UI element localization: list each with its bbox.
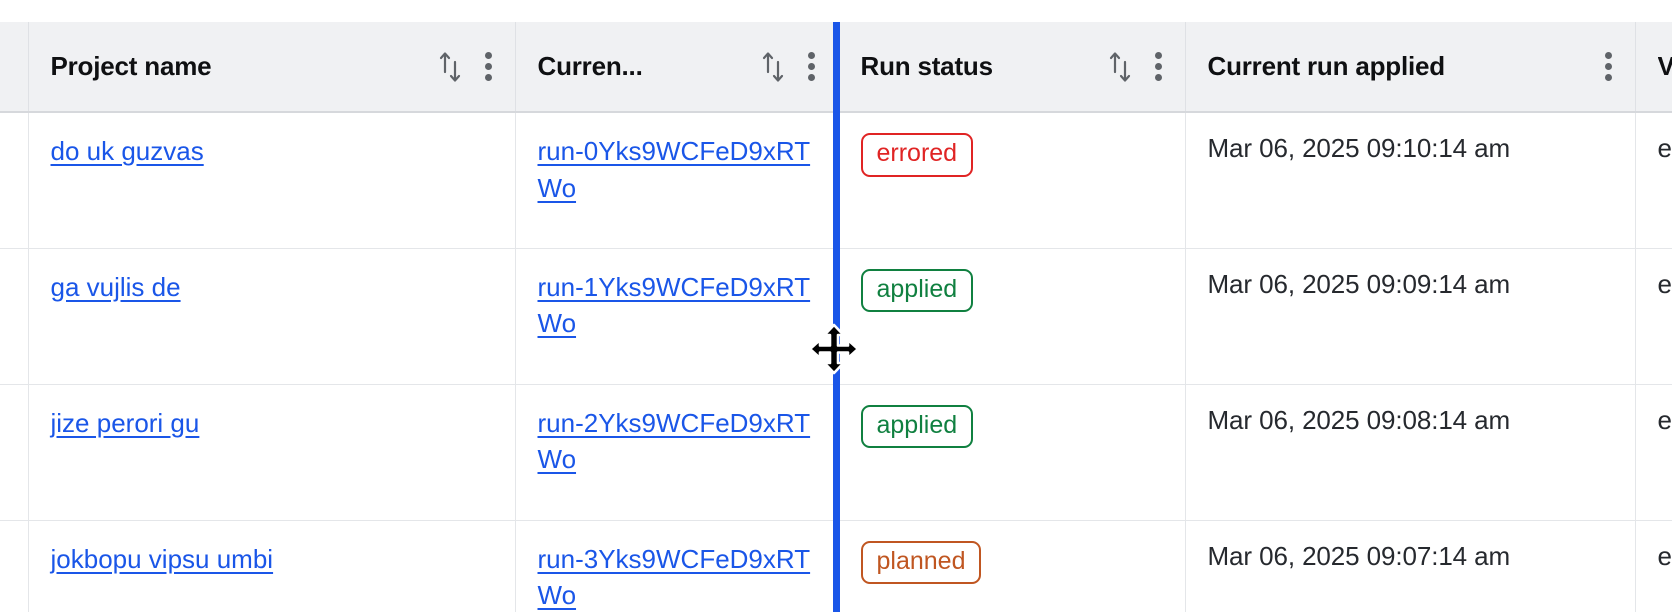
column-menu-icon-project-name[interactable] <box>484 51 493 82</box>
projects-table: Project name <box>0 22 1672 612</box>
cell-current-run-applied: Mar 06, 2025 09:09:14 am <box>1185 248 1636 385</box>
sort-icon-run-status[interactable] <box>1107 50 1133 84</box>
status-badge: errored <box>860 133 974 177</box>
column-header-label-current-run-applied: Current run applied <box>1207 51 1445 81</box>
cell-project-name: jokbopu vipsu umbi <box>28 520 516 612</box>
column-menu-icon-run-status[interactable] <box>1154 51 1163 82</box>
cell-project-name: jize perori gu <box>28 384 516 521</box>
current-run-applied-timestamp: Mar 06, 2025 09:10:14 am <box>1207 133 1511 163</box>
row-gutter <box>0 112 29 249</box>
project-name-link[interactable]: jize perori gu <box>50 407 200 438</box>
cell-vcs: e <box>1635 384 1672 521</box>
current-run-link[interactable]: run-0Yks9WCFeD9xRTWo <box>537 136 811 203</box>
status-badge: applied <box>860 404 974 448</box>
current-run-link[interactable]: run-2Yks9WCFeD9xRTWo <box>537 407 811 475</box>
column-header-label-vcs: V <box>1658 51 1672 82</box>
cell-vcs: e <box>1635 248 1672 385</box>
status-badge: applied <box>860 268 974 312</box>
column-header-gutter <box>0 22 29 113</box>
vcs-value: e <box>1657 404 1672 435</box>
cell-current-run-applied: Mar 06, 2025 09:10:14 am <box>1185 112 1636 249</box>
table-row: do uk guzvas run-0Yks9WCFeD9xRTWo errore… <box>0 112 1672 249</box>
project-name-link[interactable]: do uk guzvas <box>50 136 204 166</box>
column-header-label-current-run: Curren... <box>537 51 643 81</box>
column-header-current-run-applied[interactable]: Current run applied <box>1185 22 1636 113</box>
table-row: jokbopu vipsu umbi run-3Yks9WCFeD9xRTWo … <box>0 520 1672 612</box>
cell-vcs: e <box>1635 520 1672 612</box>
cell-current-run-applied: Mar 06, 2025 09:07:14 am <box>1185 520 1636 612</box>
table-body: do uk guzvas run-0Yks9WCFeD9xRTWo errore… <box>0 112 1672 612</box>
column-header-run-status[interactable]: Run status <box>838 22 1186 113</box>
table-row: jize perori gu run-2Yks9WCFeD9xRTWo appl… <box>0 384 1672 521</box>
header-row: Project name <box>0 22 1672 113</box>
current-run-applied-timestamp: Mar 06, 2025 09:09:14 am <box>1207 268 1511 299</box>
column-menu-icon-current-run[interactable] <box>807 51 816 82</box>
table-row: ga vujlis de run-1Yks9WCFeD9xRTWo applie… <box>0 248 1672 385</box>
status-badge: planned <box>860 540 982 584</box>
vcs-value: e <box>1657 133 1672 163</box>
column-header-current-run[interactable]: Curren... <box>515 22 839 113</box>
table-header: Project name <box>0 22 1672 113</box>
current-run-applied-timestamp: Mar 06, 2025 09:08:14 am <box>1207 404 1511 435</box>
cell-run-status: applied <box>838 384 1186 521</box>
vcs-value: e <box>1657 540 1672 571</box>
current-run-applied-timestamp: Mar 06, 2025 09:07:14 am <box>1207 540 1511 571</box>
cell-current-run: run-2Yks9WCFeD9xRTWo <box>515 384 839 521</box>
column-header-vcs[interactable]: V <box>1635 22 1672 113</box>
project-name-link[interactable]: jokbopu vipsu umbi <box>50 543 274 574</box>
cell-run-status: planned <box>838 520 1186 612</box>
column-menu-icon-current-run-applied[interactable] <box>1604 51 1613 82</box>
project-name-link[interactable]: ga vujlis de <box>50 271 181 302</box>
current-run-link[interactable]: run-1Yks9WCFeD9xRTWo <box>537 271 811 339</box>
column-header-label-run-status: Run status <box>860 51 993 81</box>
cell-run-status: errored <box>838 112 1186 249</box>
row-gutter <box>0 384 29 521</box>
cell-project-name: ga vujlis de <box>28 248 516 385</box>
cell-run-status: applied <box>838 248 1186 385</box>
vcs-value: e <box>1657 268 1672 299</box>
row-gutter <box>0 520 29 612</box>
cell-project-name: do uk guzvas <box>28 112 516 249</box>
sort-icon-current-run[interactable] <box>760 50 786 84</box>
cell-vcs: e <box>1635 112 1672 249</box>
column-header-label-project-name: Project name <box>50 51 212 81</box>
row-gutter <box>0 248 29 385</box>
cell-current-run-applied: Mar 06, 2025 09:08:14 am <box>1185 384 1636 521</box>
cell-current-run: run-3Yks9WCFeD9xRTWo <box>515 520 839 612</box>
current-run-link[interactable]: run-3Yks9WCFeD9xRTWo <box>537 543 811 611</box>
sort-icon-project-name[interactable] <box>437 50 463 84</box>
column-header-project-name[interactable]: Project name <box>28 22 516 113</box>
cell-current-run: run-1Yks9WCFeD9xRTWo <box>515 248 839 385</box>
cell-current-run: run-0Yks9WCFeD9xRTWo <box>515 112 839 249</box>
